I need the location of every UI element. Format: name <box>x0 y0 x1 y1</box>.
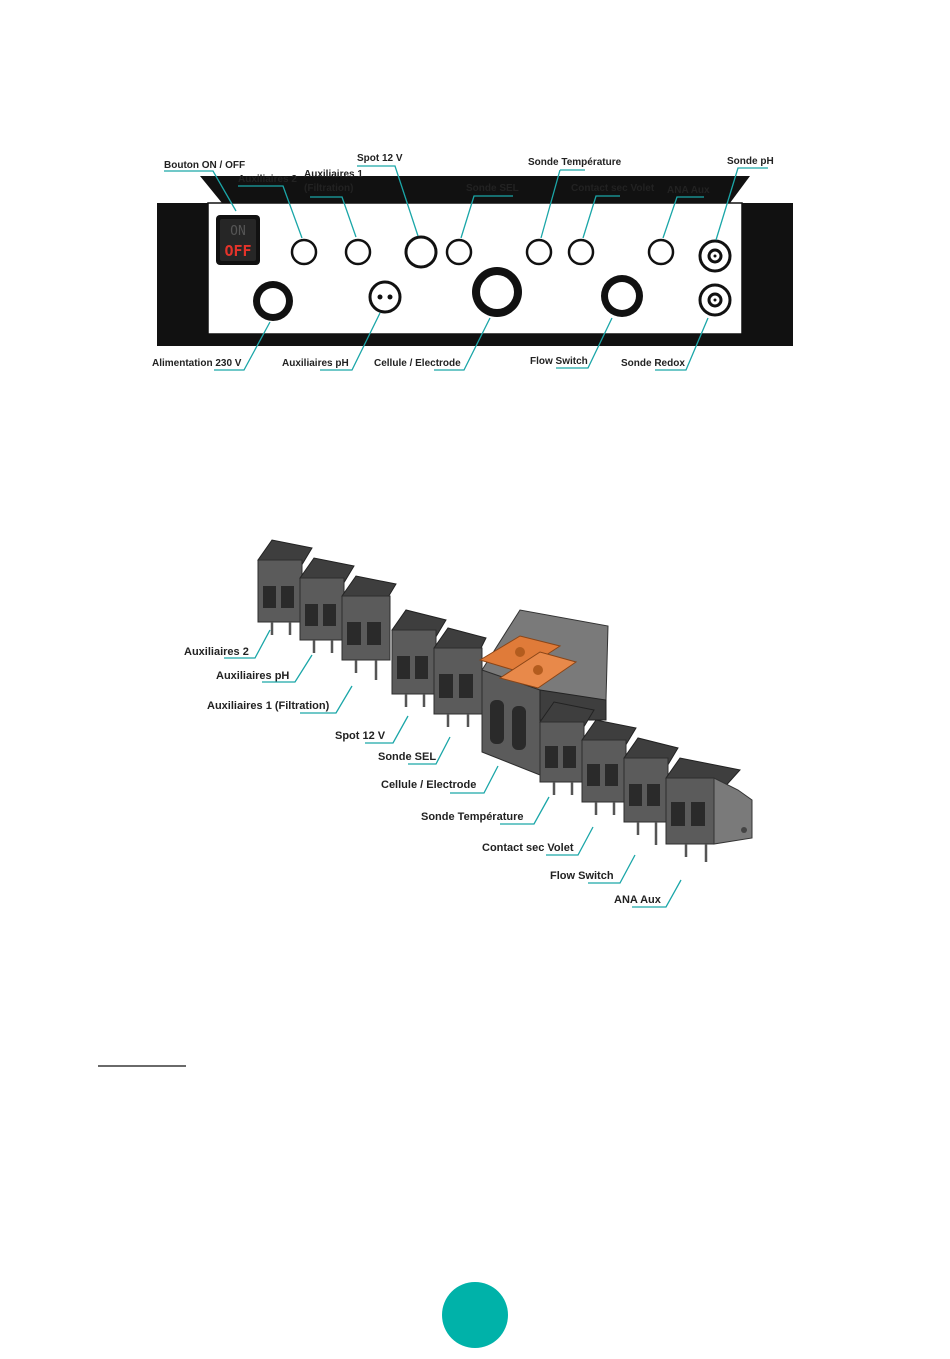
bnc-sonde-redox <box>698 283 732 317</box>
connector-panel: ON OFF <box>152 153 793 371</box>
panel-face <box>207 202 743 335</box>
label-sonde-redox: Sonde Redox <box>621 358 685 369</box>
label-sonde-temperature: Sonde Température <box>528 157 622 168</box>
label-contact-sec-volet: Contact sec Volet <box>571 183 655 194</box>
label-tb-flow-switch: Flow Switch <box>550 870 614 882</box>
label-flow-switch: Flow Switch <box>530 356 588 367</box>
leader-cellule <box>434 317 491 371</box>
label-tb-auxiliaires-ph: Auxiliaires pH <box>216 670 289 682</box>
label-spot-12v: Spot 12 V <box>357 153 403 164</box>
panel-notch-right <box>730 176 793 203</box>
leader-sel <box>460 195 513 239</box>
port-auxiliaires-ph <box>368 280 402 314</box>
label-tb-cellule-electrode: Cellule / Electrode <box>381 779 476 791</box>
port-contact-sec-volet <box>567 238 595 266</box>
label-tb-auxiliaires-2: Auxiliaires 2 <box>184 646 249 658</box>
label-tb-auxiliaires-1: Auxiliaires 1 (Filtration) <box>207 700 330 712</box>
label-auxiliaires-ph: Auxiliaires pH <box>282 358 349 369</box>
switch-rocker <box>220 219 256 261</box>
label-sonde-sel: Sonde SEL <box>466 183 519 194</box>
label-sonde-ph: Sonde pH <box>727 156 774 167</box>
leader-ana <box>662 196 704 239</box>
port-spot-12v <box>404 235 438 269</box>
central-power-terminal <box>478 609 609 776</box>
bnc-sonde-ph <box>698 239 732 273</box>
leader-tb-volet <box>546 826 594 856</box>
port-sonde-temperature <box>525 238 553 266</box>
page-number-dot <box>442 1282 508 1348</box>
gland-alimentation <box>253 281 293 321</box>
leader-redox <box>655 317 709 371</box>
gland-cellule-electrode <box>472 267 522 317</box>
leader-tb-ana <box>632 879 682 908</box>
switch-off-label: OFF <box>224 242 251 260</box>
label-tb-contact-sec-volet: Contact sec Volet <box>482 842 574 854</box>
port-sonde-sel <box>445 238 473 266</box>
panel-notch-left <box>157 176 222 203</box>
label-tb-sonde-temperature: Sonde Température <box>421 811 524 823</box>
port-ana-aux <box>647 238 675 266</box>
terminal-block-illustration: Auxiliaires 2 Auxiliaires pH Auxiliaires… <box>184 539 753 908</box>
leader-spot <box>357 165 419 237</box>
gland-flow-switch <box>601 275 643 317</box>
leader-ph <box>715 167 768 241</box>
label-tb-ana-aux: ANA Aux <box>614 894 662 906</box>
port-auxiliaires-1 <box>344 238 372 266</box>
leader-aux1 <box>310 196 357 238</box>
leader-tb-spot <box>365 715 409 744</box>
leader-tb-temp <box>500 796 550 825</box>
label-tb-sonde-sel: Sonde SEL <box>378 751 436 763</box>
label-alimentation-230v: Alimentation 230 V <box>152 358 242 369</box>
port-auxiliaires-2 <box>290 238 318 266</box>
leader-flow <box>556 317 613 369</box>
leader-volet <box>582 195 620 239</box>
leader-tb-aux1 <box>300 685 353 714</box>
label-tb-spot-12v: Spot 12 V <box>335 730 386 742</box>
switch-on-label: ON <box>230 224 246 239</box>
leader-tb-flow <box>588 854 636 884</box>
leader-auxph <box>320 312 381 371</box>
leader-tb-auxph <box>262 654 313 683</box>
label-cellule-electrode: Cellule / Electrode <box>374 358 461 369</box>
left-terminal-modules <box>257 539 487 727</box>
leader-bouton <box>164 170 237 212</box>
leader-tb-aux2 <box>224 629 271 659</box>
leader-temp <box>540 169 561 239</box>
leader-tb-cellule <box>450 765 499 794</box>
label-auxiliaires-2: Auxiliaires 2 <box>238 174 297 185</box>
label-bouton-on-off: Bouton ON / OFF <box>164 160 245 171</box>
label-ana-aux: ANA Aux <box>667 185 710 196</box>
leader-tb-sel <box>408 736 451 765</box>
label-auxiliaires-1-line1: Auxiliaires 1 <box>304 169 363 180</box>
leader-alim <box>214 321 271 371</box>
right-terminal-modules <box>539 701 753 862</box>
label-auxiliaires-1-line2: (Filtration) <box>304 183 353 194</box>
on-off-switch[interactable]: ON OFF <box>216 215 260 265</box>
leader-aux2 <box>238 185 303 239</box>
